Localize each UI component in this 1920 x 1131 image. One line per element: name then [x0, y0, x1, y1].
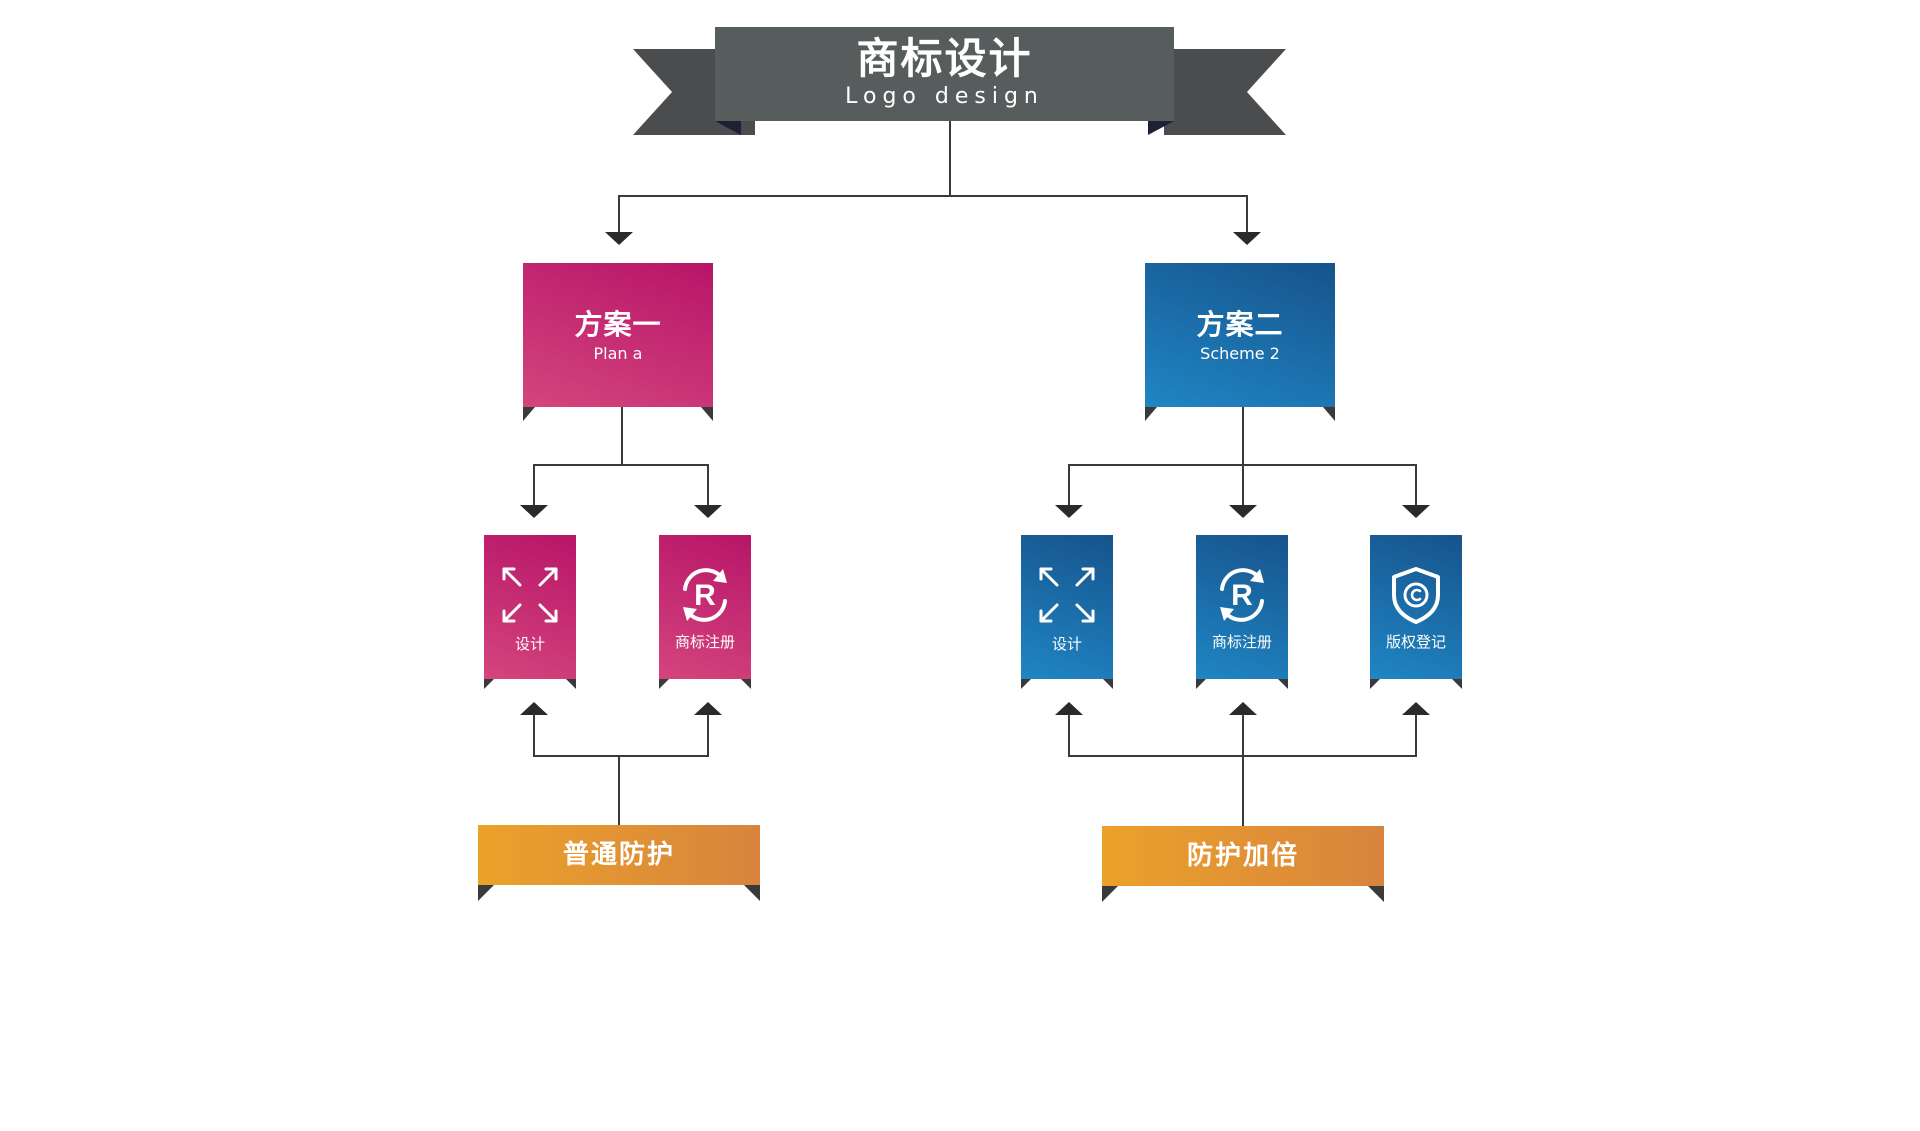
plan-a-card-design: 设计: [484, 535, 576, 679]
plan-b-title: 方案二: [1196, 308, 1284, 341]
connector-up-a-stem: [618, 755, 620, 825]
expand-arrows-icon: [502, 567, 558, 623]
plan-b-card-design: 设计: [1021, 535, 1113, 679]
svg-text:R: R: [694, 579, 716, 612]
card-fold: [1370, 679, 1380, 689]
card-fold: [566, 679, 576, 689]
diagram-title: 商标设计: [856, 34, 1033, 83]
plan-b-card-copyright: 版权登记: [1370, 535, 1462, 679]
plan-a-card-design-label: 设计: [514, 635, 545, 653]
arrow-up-to-plan-a-item-2: [694, 702, 722, 715]
plan-a-subtitle: Plan a: [593, 344, 643, 363]
connector-plan-a-item-1: [533, 464, 535, 506]
arrow-to-plan-b-item-3: [1402, 505, 1430, 518]
arrow-to-plan-b-item-2: [1229, 505, 1257, 518]
banner-fold-right: [1368, 886, 1384, 902]
plan-a-title: 方案一: [574, 308, 662, 341]
tier-banner-basic: 普通防护: [478, 825, 760, 885]
connector-plan-a-bar: [533, 464, 709, 466]
plan-b-card-trademark: R 商标注册: [1196, 535, 1288, 679]
registered-trademark-icon: R: [683, 568, 727, 622]
card-fold: [1278, 679, 1288, 689]
plan-a-card-trademark-label: 商标注册: [674, 633, 735, 651]
arrow-up-to-plan-b-item-3: [1402, 702, 1430, 715]
connector-up-a-1: [533, 714, 535, 756]
plan-b-subtitle: Scheme 2: [1200, 344, 1280, 363]
plan-b-fold-left: [1145, 407, 1157, 421]
plan-a-card-trademark: R 商标注册: [659, 535, 751, 679]
banner-fold-right: [744, 885, 760, 901]
title-ribbon-tail-right: [1164, 49, 1286, 135]
connector-plan-a-item-2: [707, 464, 709, 506]
connector-plan-b-down: [1242, 407, 1244, 465]
plan-a-fold-right: [701, 407, 713, 421]
connector-title-bar: [618, 195, 1248, 197]
plan-b-fold-right: [1323, 407, 1335, 421]
arrow-to-plan-a-item-1: [520, 505, 548, 518]
expand-arrows-icon: [1039, 567, 1095, 623]
tier-banner-double: 防护加倍: [1102, 826, 1384, 886]
plan-a-box: 方案一 Plan a: [523, 263, 713, 407]
plan-b-card-copyright-label: 版权登记: [1385, 633, 1446, 651]
plan-a-fold-left: [523, 407, 535, 421]
arrow-to-plan-a-item-2: [694, 505, 722, 518]
card-fold: [659, 679, 669, 689]
connector-plan-a-down: [621, 407, 623, 465]
plan-b-box: 方案二 Scheme 2: [1145, 263, 1335, 407]
arrow-up-to-plan-b-item-1: [1055, 702, 1083, 715]
banner-fold-left: [478, 885, 494, 901]
connector-to-plan-b: [1246, 195, 1248, 233]
connector-plan-b-item-1: [1068, 464, 1070, 506]
connector-up-b-3: [1415, 714, 1417, 756]
connector-up-b-2: [1242, 714, 1244, 826]
connector-up-a-bar: [533, 755, 709, 757]
svg-text:R: R: [1231, 579, 1253, 612]
card-fold: [1021, 679, 1031, 689]
card-fold: [741, 679, 751, 689]
plan-b-card-design-label: 设计: [1051, 635, 1082, 653]
arrow-up-to-plan-a-item-1: [520, 702, 548, 715]
connector-up-b-bar: [1068, 755, 1417, 757]
arrow-to-plan-b: [1233, 232, 1261, 245]
arrow-to-plan-b-item-1: [1055, 505, 1083, 518]
diagram-subtitle: Logo design: [845, 84, 1044, 109]
connector-to-plan-a: [618, 195, 620, 233]
banner-fold-left: [1102, 886, 1118, 902]
card-fold: [1196, 679, 1206, 689]
connector-title-down: [949, 121, 951, 196]
arrow-up-to-plan-b-item-2: [1229, 702, 1257, 715]
copyright-shield-icon: [1392, 567, 1440, 624]
card-fold: [1452, 679, 1462, 689]
plan-b-card-trademark-label: 商标注册: [1211, 633, 1272, 651]
card-fold: [1103, 679, 1113, 689]
connector-plan-b-item-3: [1415, 464, 1417, 506]
card-fold: [484, 679, 494, 689]
title-ribbon: 商标设计 Logo design: [715, 27, 1174, 121]
registered-trademark-icon: R: [1220, 568, 1264, 622]
connector-up-a-2: [707, 714, 709, 756]
connector-up-b-1: [1068, 714, 1070, 756]
connector-plan-b-item-2: [1242, 464, 1244, 506]
arrow-to-plan-a: [605, 232, 633, 245]
